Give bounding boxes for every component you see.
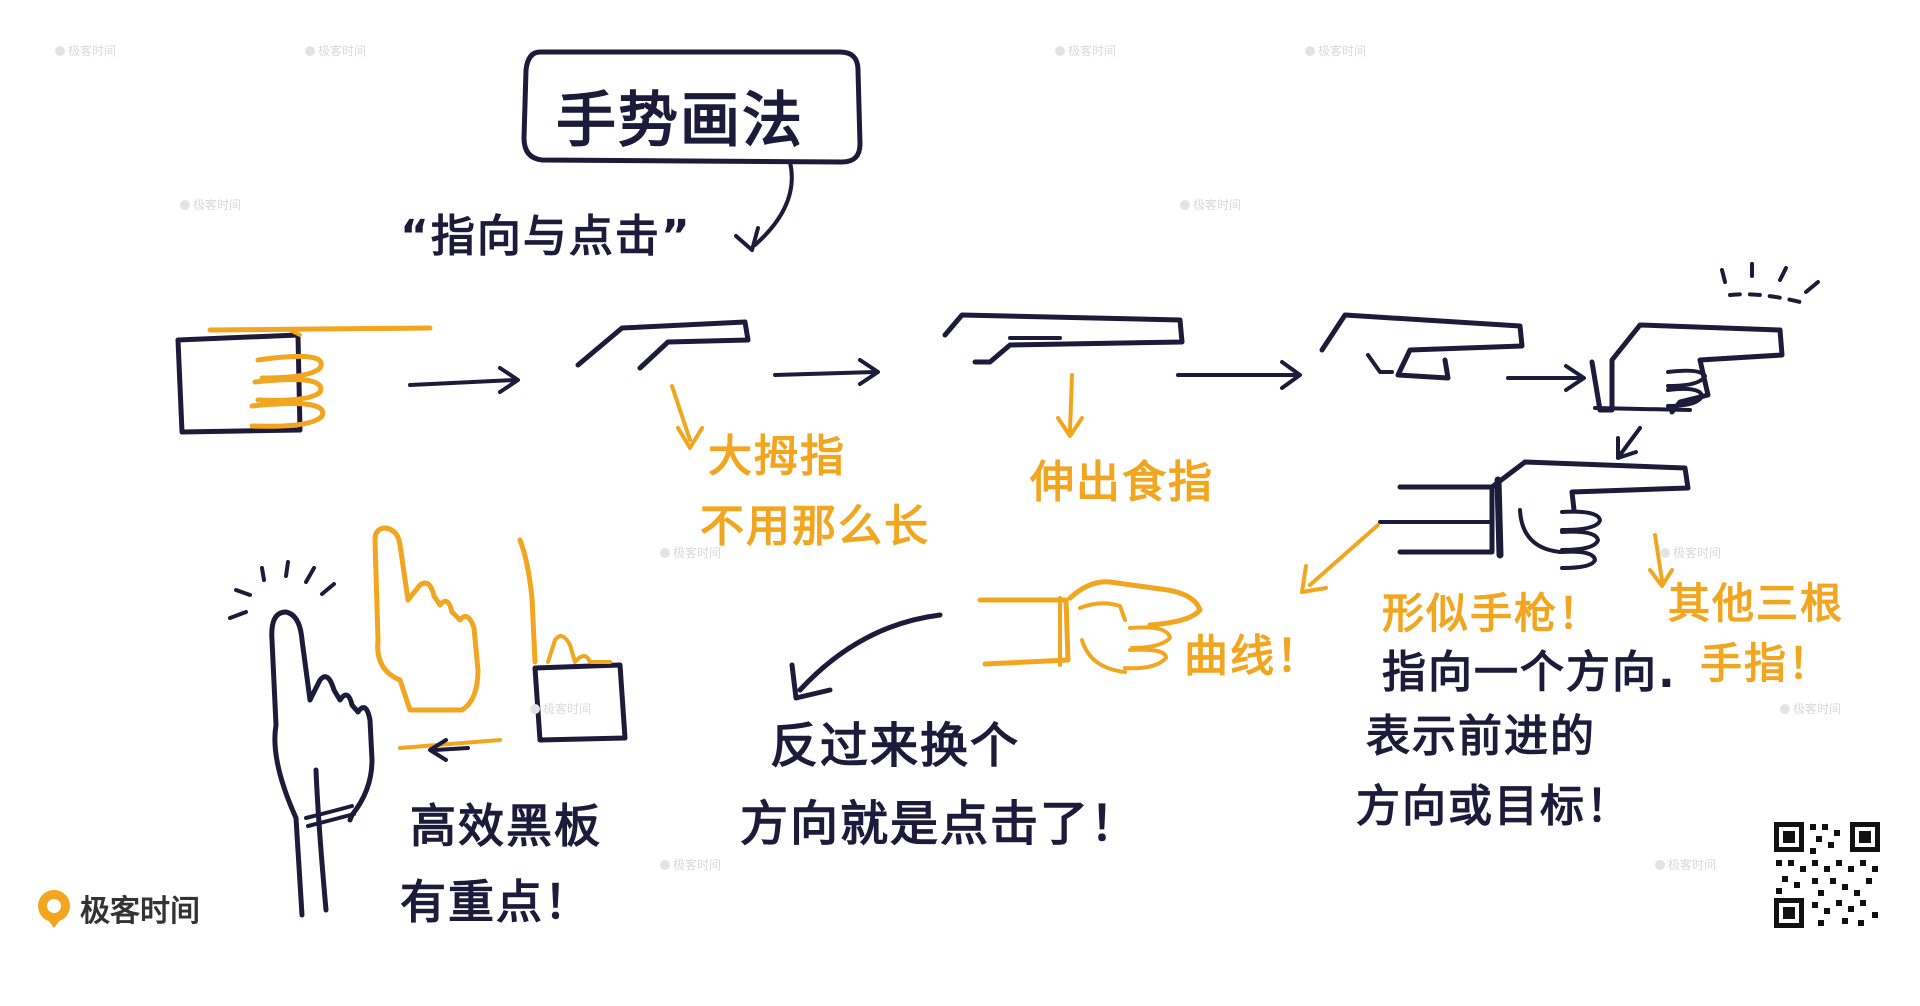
highlight-note-line-2: 有重点！: [400, 875, 592, 929]
arrow-1: [408, 366, 520, 394]
watermark-logo-icon: [55, 46, 65, 56]
watermark-logo-icon: [1660, 548, 1670, 558]
pointing-note-line-2: 表示前进的: [1366, 711, 1596, 762]
watermark-logo-icon: [660, 548, 670, 558]
thumb-note-line-2: 不用那么长: [700, 501, 930, 552]
watermark: 极客时间: [180, 196, 241, 213]
arrow-2: [773, 358, 880, 386]
arrow-4: [1506, 364, 1586, 392]
brand-logo-text: 极客时间: [80, 894, 200, 929]
thumb-stage-drawing: [575, 319, 751, 450]
watermark: 极客时间: [1655, 856, 1716, 873]
thumb-note-line-1: 大拇指: [708, 431, 846, 482]
diagram-title: 手势画法: [556, 86, 804, 156]
diagram-subtitle: “指向与点击”: [400, 211, 692, 262]
watermark-logo-icon: [180, 200, 190, 210]
watermark: 极客时间: [660, 856, 721, 873]
pointing-note-line-3: 方向或目标！: [1356, 781, 1632, 832]
gun-note: 形似手枪！: [1382, 589, 1603, 638]
watermark-logo-icon: [1055, 46, 1065, 56]
title-bubble: [521, 49, 863, 252]
watermark: 极客时间: [530, 700, 591, 717]
click-note-line-2: 方向就是点击了！: [740, 796, 1141, 852]
gun-hand-drawing: [1300, 459, 1691, 594]
watermark-logo-icon: [305, 46, 315, 56]
other-fingers-note-line-2: 手指！: [1700, 639, 1833, 688]
highlight-note-line-1: 高效黑板: [410, 799, 602, 853]
clicking-hand-drawing: [228, 525, 628, 918]
curved-hand-drawing: [977, 579, 1203, 674]
index-note: 伸出食指: [1030, 457, 1214, 508]
watermark-logo-icon: [660, 860, 670, 870]
pointing-note-line-1: 指向一个方向.: [1382, 647, 1677, 698]
watermark: 极客时间: [660, 544, 721, 561]
hook-stage-drawing: [1319, 312, 1525, 381]
watermark-logo-icon: [1655, 860, 1665, 870]
arrow-3: [1176, 360, 1302, 390]
watermark-logo-icon: [530, 704, 540, 714]
watermark-logo-icon: [1780, 704, 1790, 714]
watermark: 极客时间: [1780, 700, 1841, 717]
click-note-line-1: 反过来换个: [770, 718, 1021, 774]
watermark-logo-icon: [1180, 200, 1190, 210]
pointing-hand-drawing: [1589, 262, 1820, 460]
watermark-logo-icon: [1305, 46, 1315, 56]
fist-drawing: [175, 325, 433, 435]
watermark: 极客时间: [305, 42, 366, 59]
qr-code: [1772, 820, 1882, 930]
watermark: 极客时间: [1055, 42, 1116, 59]
brand-logo: 极客时间: [34, 886, 200, 930]
watermark: 极客时间: [1660, 544, 1721, 561]
watermark: 极客时间: [1180, 196, 1241, 213]
index-stage-drawing: [942, 312, 1185, 438]
other-fingers-note-line-1: 其他三根: [1668, 579, 1845, 628]
geek-time-logo-icon: [38, 890, 70, 928]
watermark: 极客时间: [1305, 42, 1366, 59]
curved-arrow: [789, 612, 943, 701]
curve-note: 曲线！: [1184, 631, 1322, 682]
watermark: 极客时间: [55, 42, 116, 59]
